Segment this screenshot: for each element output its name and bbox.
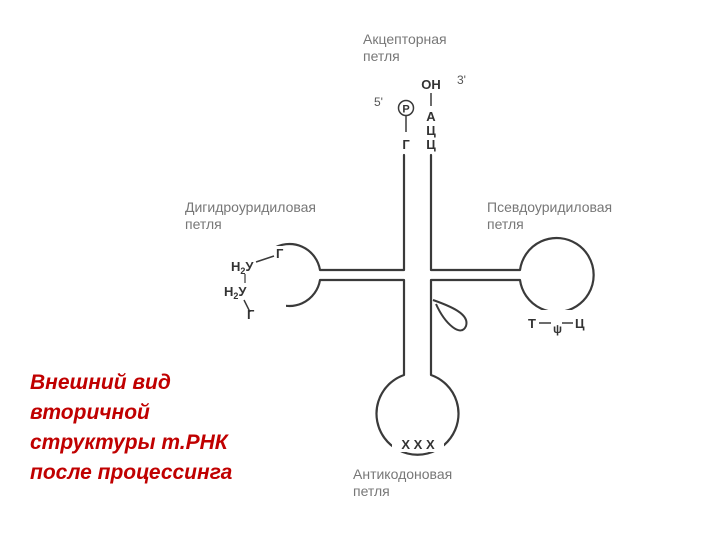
oh-label: OH (421, 77, 441, 92)
five-prime-label: 5' (374, 95, 383, 109)
acceptor-left-base: Г (402, 137, 410, 152)
anticodon-loop-label-line2: петля (353, 483, 390, 499)
variable-loop (433, 300, 467, 330)
t-loop-base-t: Т (528, 316, 536, 331)
pseudo-loop-label-line1: Псевдоуридиловая (487, 199, 612, 215)
phosphate-label: P (402, 104, 409, 116)
dihydro-loop-label-line2: петля (185, 216, 222, 232)
t-loop-base-psi: ψ (553, 322, 562, 336)
d-loop-base-top: Г (276, 246, 284, 261)
acceptor-base-c2: Ц (426, 137, 436, 152)
caption-line-2: вторичной (30, 398, 330, 428)
anticodon-loop-label-line1: Антикодоновая (353, 466, 452, 482)
caption-line-1: Внешний вид (30, 368, 330, 398)
d-loop-base-bottom: Г (247, 307, 255, 322)
pseudo-loop-label-line2: петля (487, 216, 524, 232)
three-prime-label: 3' (457, 73, 466, 87)
dihydro-loop-label-line1: Дигидроуридиловая (185, 199, 316, 215)
t-loop-base-c: Ц (575, 316, 585, 331)
acceptor-base-c1: Ц (426, 123, 436, 138)
acceptor-loop-label-line2: петля (363, 48, 400, 64)
acceptor-base-a: А (426, 109, 436, 124)
acceptor-loop-label-line1: Акцепторная (363, 31, 447, 47)
caption: Внешний вид вторичной структуры т.РНК по… (30, 368, 330, 488)
caption-line-4: после процессинга (30, 458, 330, 488)
caption-line-3: структуры т.РНК (30, 428, 330, 458)
anticodon-bases: X X X (401, 437, 435, 452)
